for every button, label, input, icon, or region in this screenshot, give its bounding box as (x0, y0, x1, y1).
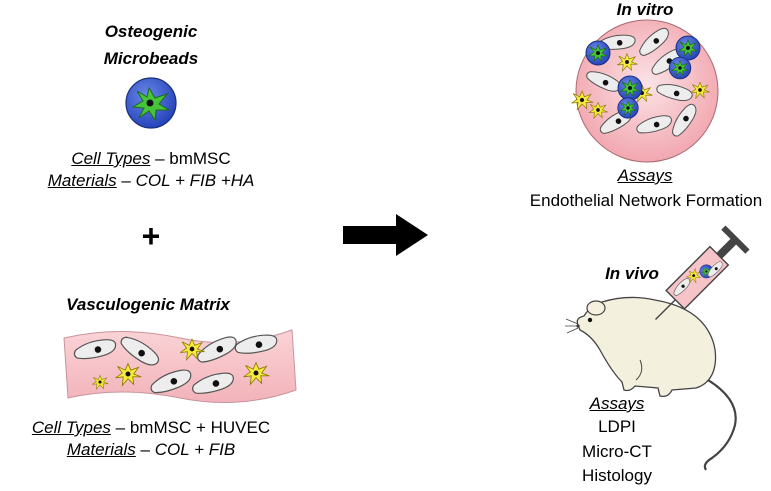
in-vivo-title: In vivo (605, 264, 659, 283)
matrix-materials-value: COL + FIB (154, 440, 236, 459)
microbeads-materials-dash: – (116, 171, 136, 190)
plus-sign: + (141, 218, 161, 254)
arrow-icon (343, 214, 428, 256)
vasculogenic-matrix-illustration (63, 329, 297, 403)
matrix-cell-types-label: Cell Types (31, 418, 111, 437)
microbeads-cell-types-value: – bmMSC (150, 149, 231, 168)
mouse-icon (565, 296, 737, 471)
in-vivo-assay-histology: Histology (582, 466, 652, 485)
in-vivo-assay-ldpi: LDPI (598, 417, 636, 436)
in-vitro-dish-illustration (571, 19, 719, 163)
microbead-icon (125, 77, 177, 129)
microbeads-materials: Materials – COL + FIB +HA (48, 172, 255, 189)
matrix-cell-types: Cell Types – bmMSC + HUVEC (32, 419, 270, 436)
microbeads-title-line2: Microbeads (103, 49, 199, 68)
in-vitro-assay-endothelial: Endothelial Network Formation (529, 191, 763, 210)
matrix-cell-types-value: – bmMSC + HUVEC (110, 418, 271, 437)
microbeads-cell-types-label: Cell Types (71, 149, 151, 168)
in-vivo-assays-label: Assays (589, 394, 645, 413)
matrix-materials: Materials – COL + FIB (67, 441, 235, 458)
in-vitro-title: In vitro (616, 0, 674, 19)
matrix-title: Vasculogenic Matrix (66, 295, 230, 314)
matrix-materials-dash: – (135, 440, 155, 459)
in-vitro-assays-label: Assays (617, 166, 673, 185)
in-vivo-assay-microct: Micro-CT (582, 442, 652, 461)
microbeads-cell-types: Cell Types – bmMSC (71, 150, 230, 167)
microbeads-materials-value: COL + FIB +HA (135, 171, 255, 190)
microbeads-title-line1: Osteogenic (104, 22, 198, 41)
microbeads-materials-label: Materials (47, 171, 117, 190)
matrix-materials-label: Materials (66, 440, 136, 459)
syringe-icon (655, 225, 750, 320)
